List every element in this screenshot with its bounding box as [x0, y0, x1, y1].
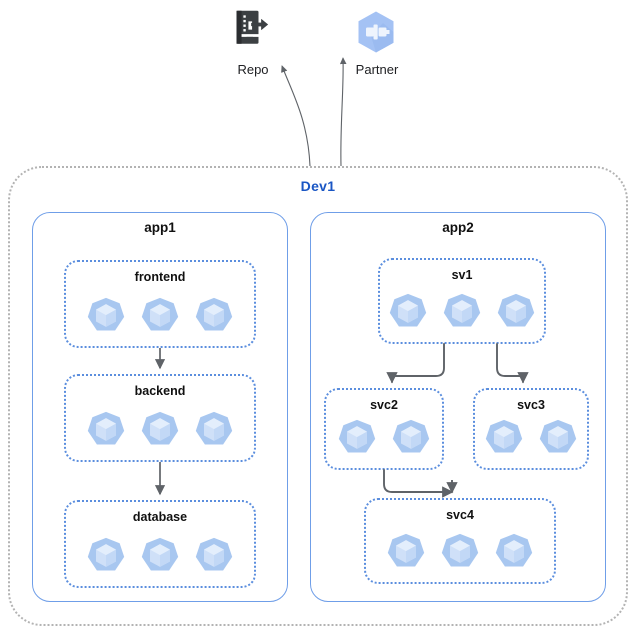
database-pods	[66, 536, 254, 576]
pod-icon[interactable]	[388, 292, 428, 332]
pod-icon[interactable]	[337, 418, 377, 458]
database-label: database	[132, 510, 188, 524]
service-group-frontend[interactable]: frontend	[64, 260, 256, 348]
service-group-backend[interactable]: backend	[64, 374, 256, 462]
pod-icon[interactable]	[484, 418, 524, 458]
service-group-svc2[interactable]: svc2	[324, 388, 444, 470]
pod-icon[interactable]	[86, 410, 126, 450]
sv1-label: sv1	[451, 268, 473, 282]
pod-icon[interactable]	[391, 418, 431, 458]
service-group-svc4[interactable]: svc4	[364, 498, 556, 584]
svc3-label: svc3	[517, 398, 545, 412]
backend-pods	[66, 410, 254, 450]
pod-icon[interactable]	[494, 532, 534, 572]
svc3-pods	[475, 418, 587, 458]
pod-icon[interactable]	[386, 532, 426, 572]
pod-icon[interactable]	[194, 410, 234, 450]
pod-icon[interactable]	[440, 532, 480, 572]
app-container-app1[interactable]	[32, 212, 288, 602]
pod-icon[interactable]	[140, 536, 180, 576]
environment-title: Dev1	[300, 178, 336, 194]
frontend-label: frontend	[134, 270, 186, 284]
service-group-svc3[interactable]: svc3	[473, 388, 589, 470]
svc2-pods	[326, 418, 442, 458]
pod-icon[interactable]	[86, 536, 126, 576]
service-group-database[interactable]: database	[64, 500, 256, 588]
frontend-pods	[66, 296, 254, 336]
pod-icon[interactable]	[538, 418, 578, 458]
app1-title: app1	[144, 220, 176, 235]
pod-icon[interactable]	[496, 292, 536, 332]
pod-icon[interactable]	[194, 296, 234, 336]
repo-icon[interactable]	[231, 8, 275, 52]
svc4-label: svc4	[446, 508, 474, 522]
svc2-label: svc2	[370, 398, 398, 412]
pod-icon[interactable]	[140, 410, 180, 450]
repo-label: Repo	[237, 62, 269, 77]
partner-label: Partner	[355, 62, 399, 77]
service-group-sv1[interactable]: sv1	[378, 258, 546, 344]
svc4-pods	[366, 532, 554, 572]
edge-dev1-repo	[281, 65, 311, 167]
backend-label: backend	[134, 384, 186, 398]
pod-icon[interactable]	[442, 292, 482, 332]
pod-icon[interactable]	[140, 296, 180, 336]
environment-dev1-boundary	[8, 166, 628, 626]
app2-title: app2	[442, 220, 474, 235]
sv1-pods	[380, 292, 544, 332]
app-container-app2[interactable]	[310, 212, 606, 602]
pod-icon[interactable]	[86, 296, 126, 336]
partner-hexagon-icon[interactable]	[352, 8, 400, 56]
pod-icon[interactable]	[194, 536, 234, 576]
